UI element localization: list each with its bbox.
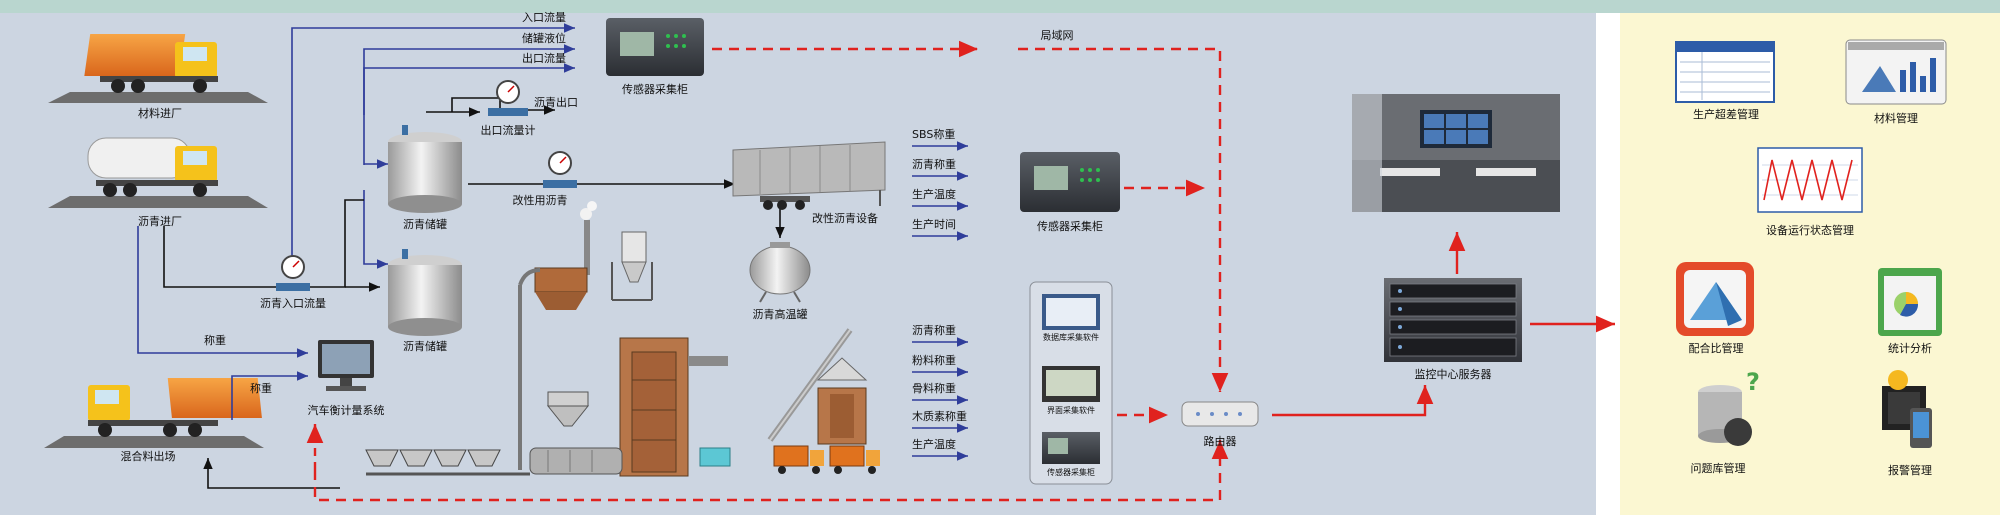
outlet-flow-label: 出口流量 [522, 52, 566, 65]
software-item-0: 数据库采集软件 [1043, 333, 1099, 342]
mgmt-label-3: 配合比管理 [1688, 342, 1744, 355]
sensor-cabinet-1-label: 传感器采集柜 [622, 83, 688, 96]
asphalt-inlet-flow-label: 沥青入口流量 [260, 297, 326, 310]
server-rack [1384, 278, 1522, 362]
blue-signal-lines [137, 23, 968, 461]
modified-equipment-label: 改性沥青设备 [812, 212, 878, 225]
signal-top-3: 生产时间 [912, 218, 956, 231]
monitor-server-label: 监控中心服务器 [1414, 368, 1492, 381]
truck-mix [44, 378, 264, 448]
outlet-flowmeter-label: 出口流量计 [480, 124, 536, 137]
network-lines [306, 40, 1615, 502]
truck-asphalt [48, 137, 268, 208]
mgmt-label-5: 问题库管理 [1690, 462, 1746, 475]
asphalt-tank-top [388, 125, 462, 213]
tank-2-label: 沥青储罐 [403, 340, 447, 353]
mgmt-label-6: 报警管理 [1888, 464, 1932, 477]
database-question-icon[interactable]: ? [1698, 368, 1760, 446]
pyramid-icon[interactable] [1676, 262, 1754, 336]
modify-asphalt-label: 改性用沥青 [512, 194, 568, 207]
truck-materials [48, 34, 268, 103]
asphalt-tank-bottom [388, 249, 462, 336]
signal-bottom-0: 沥青称重 [912, 324, 956, 337]
signal-bottom-3: 木质素称重 [912, 410, 967, 423]
inlet-flow-label: 入口流量 [522, 11, 566, 24]
materials-in-label: 材料进厂 [138, 107, 182, 120]
spreadsheet-icon[interactable] [1675, 41, 1775, 103]
truck-scale-system-label: 汽车衡计量系统 [307, 404, 385, 417]
router-device [1181, 401, 1259, 427]
sensor-cabinet-2-label: 传感器采集柜 [1037, 220, 1103, 233]
mgmt-label-1: 材料管理 [1874, 112, 1918, 125]
mobile-alert-icon[interactable] [1882, 370, 1932, 448]
mix-out-label: 混合料出场 [120, 450, 176, 463]
truck-scale-computer [318, 340, 374, 391]
sensor-cabinet-top [606, 18, 704, 76]
software-panel [1029, 281, 1113, 485]
tank-1-label: 沥青储罐 [403, 218, 447, 231]
svg-text:?: ? [1746, 368, 1760, 396]
signal-bottom-2: 骨料称重 [912, 382, 956, 395]
signal-top-2: 生产温度 [912, 188, 956, 201]
mgmt-label-0: 生产超差管理 [1693, 108, 1759, 121]
software-item-1: 界面采集软件 [1047, 406, 1095, 415]
line-chart-icon[interactable] [1757, 147, 1863, 213]
tank-level-label: 储罐液位 [522, 32, 566, 45]
software-item-2: 传感器采集柜 [1047, 468, 1095, 477]
asphalt-outlet-label: 沥青出口 [534, 96, 578, 109]
signal-top-1: 沥青称重 [912, 158, 956, 171]
lan-label: 局域网 [1040, 29, 1074, 42]
signal-bottom-1: 粉料称重 [912, 354, 956, 367]
sensor-cabinet-mid [1020, 152, 1120, 212]
modified-asphalt-equipment [732, 141, 886, 210]
gauge-outlet [488, 80, 528, 116]
panel-divider [1596, 13, 1620, 515]
router-label: 路由器 [1203, 435, 1237, 448]
loading-trucks [773, 445, 880, 474]
high-temp-tank-label: 沥青高温罐 [752, 308, 808, 321]
top-strip [0, 0, 2000, 13]
asphalt-in-label: 沥青进厂 [138, 215, 182, 228]
signal-bottom-4: 生产温度 [912, 438, 956, 451]
weigh-left-label: 称重 [204, 334, 226, 347]
mgmt-label-2: 设备运行状态管理 [1766, 224, 1854, 237]
gauge-inlet [276, 255, 310, 291]
mgmt-label-4: 统计分析 [1888, 342, 1932, 355]
gauge-modify [543, 151, 577, 188]
mixing-plant [365, 201, 880, 477]
high-temp-tank [749, 242, 811, 303]
pie-calendar-icon[interactable] [1878, 268, 1942, 336]
bar-chart-icon[interactable] [1845, 39, 1947, 105]
signal-top-0: SBS称重 [912, 128, 956, 141]
monitor-center-photo [1352, 94, 1560, 212]
weigh-right-label: 称重 [250, 382, 272, 395]
